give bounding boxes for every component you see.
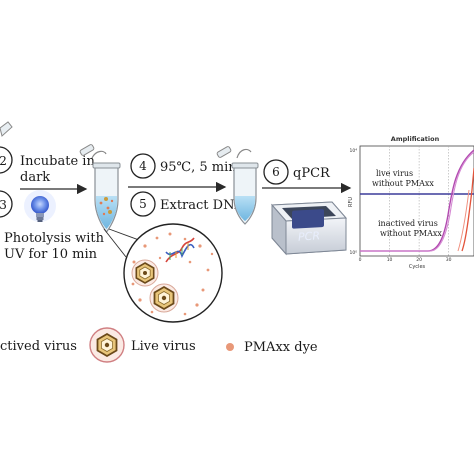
pcr-machine-icon: PCR	[270, 201, 348, 256]
step-2: 2 Incubate in dark	[0, 146, 95, 185]
step-6-label: qPCR	[293, 166, 331, 181]
live-curve-2	[360, 151, 474, 252]
step-5: 5 Extract DNA	[130, 191, 244, 217]
step-6-number: 6	[272, 165, 280, 179]
plot-xtick-2: 20	[416, 257, 422, 263]
step-4-label: 95℃, 5 min	[160, 160, 237, 175]
step-4-badge	[130, 153, 156, 179]
legend-live-virus-icon	[89, 327, 125, 363]
plot-ytick-bottom: 10⁰	[349, 250, 357, 256]
legend-live-label: Live virus	[131, 339, 196, 354]
legend-dye-icon	[226, 343, 234, 351]
step-2-line2: dark	[20, 170, 50, 185]
uv-bulb-icon	[24, 190, 56, 222]
legend-dye-label: PMAxx dye	[244, 340, 318, 355]
step-6: 6 qPCR	[263, 159, 331, 185]
plot-vgrid	[389, 146, 449, 256]
step-5-number: 5	[139, 197, 147, 211]
step-3-line1: Photolysis with	[4, 231, 105, 246]
plot-ytick-top: 10⁴	[349, 148, 357, 154]
plot-title: Amplification	[391, 135, 440, 143]
live-virus-icon	[131, 259, 159, 287]
live-curve	[360, 149, 474, 252]
annot-live-2: without PMAxx	[372, 179, 434, 188]
annot-inact-1: inactived virus	[378, 219, 438, 228]
dna-tube-icon	[216, 146, 259, 225]
step-3-line2: UV for 10 min	[4, 247, 98, 262]
sample-tube-icon	[79, 144, 121, 234]
step-2-line1: Incubate in	[20, 154, 95, 169]
legend-inactive-label: ctived virus	[0, 339, 77, 354]
zoom-line-left	[103, 228, 127, 258]
plot-xlabel: Cycles	[409, 264, 426, 270]
plot-ylabel: RFU	[348, 197, 354, 207]
step-3: 3 Photolysis with UV for 10 min	[0, 190, 105, 262]
zoom-circle	[123, 223, 223, 323]
legend: ctived virus Live virus PMAxx dye	[0, 327, 318, 363]
pcr-label: PCR	[298, 229, 321, 244]
partial-tube-icon	[0, 121, 13, 137]
step-4-number: 4	[139, 159, 147, 173]
plot-xtick-1: 10	[387, 257, 393, 263]
live-virus-icon-2	[149, 283, 179, 313]
step-2-number: 2	[0, 154, 7, 168]
dna-icon	[165, 237, 195, 263]
step-5-badge	[130, 191, 156, 217]
step-6-badge	[263, 159, 289, 185]
step-4: 4 95℃, 5 min	[130, 153, 237, 179]
step-2-badge	[0, 146, 13, 174]
step-3-number: 3	[0, 198, 7, 212]
amplification-plot: Amplification RFU 10⁴ 10⁰ Cycles 0 10 20 30…	[348, 135, 474, 270]
annot-inact-2: without PMAxx	[380, 229, 442, 238]
annot-live-1: live virus	[376, 169, 413, 178]
plot-frame	[359, 145, 474, 257]
step-5-label: Extract DNA	[160, 198, 244, 213]
plot-xtick-0: 0	[359, 257, 362, 263]
inactive-curve-2	[457, 189, 470, 252]
plot-xticks: 0 10 20 30	[359, 257, 452, 263]
plot-xtick-3: 30	[446, 257, 452, 263]
step-3-badge	[0, 190, 13, 218]
